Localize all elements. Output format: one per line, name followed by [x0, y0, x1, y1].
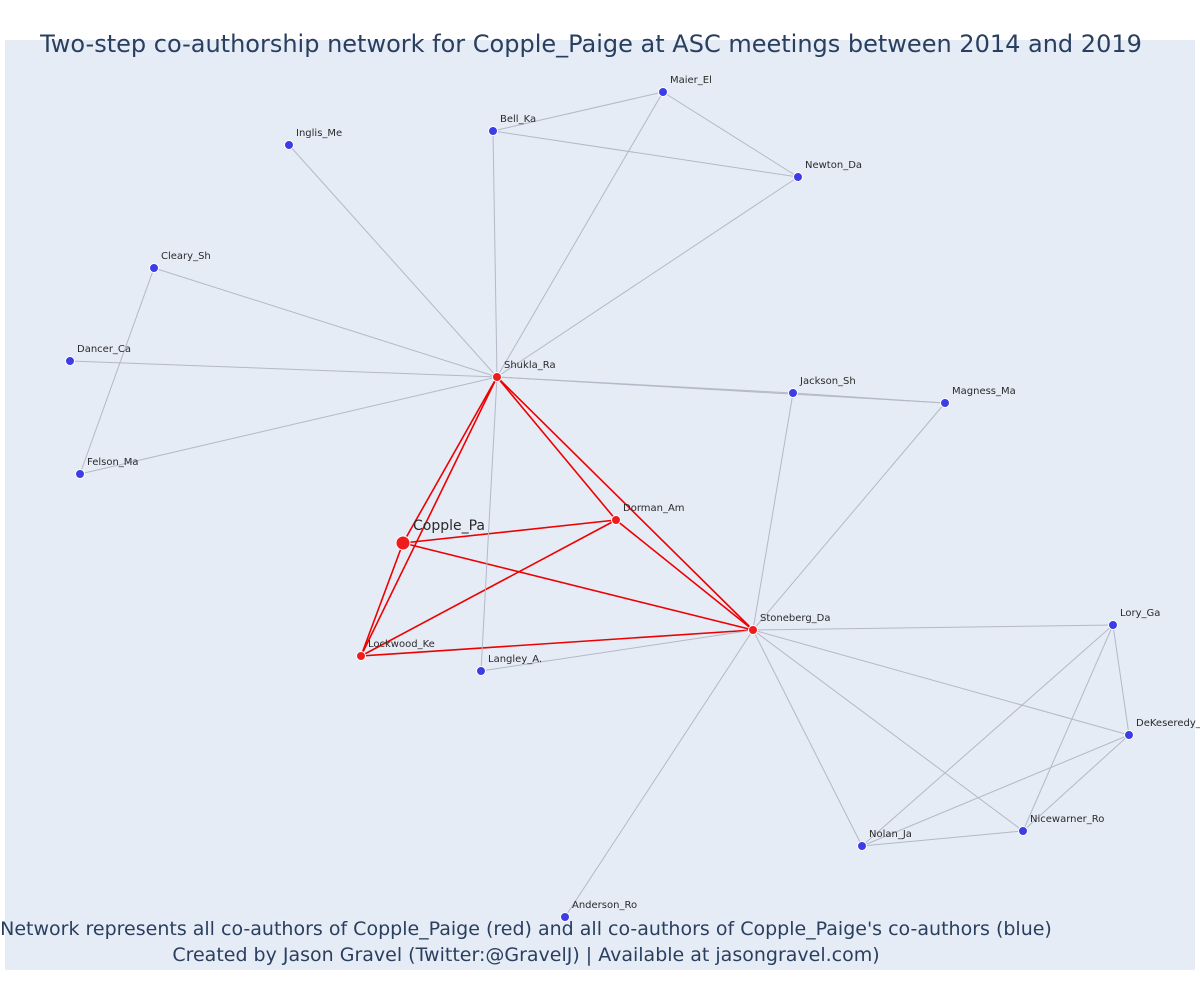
plot-area: [5, 40, 1195, 970]
node-label-stoneberg-da: Stoneberg_Da: [760, 613, 831, 624]
footer-caption: Network represents all co-authors of Cop…: [0, 918, 1052, 940]
node-label-cleary-sh: Cleary_Sh: [161, 251, 211, 262]
node-dorman-am[interactable]: [611, 515, 621, 525]
node-felson-ma[interactable]: [75, 469, 85, 479]
edge-copple-pa-shukla-ra: [402, 376, 498, 544]
node-label-copple-pa: Copple_Pa: [413, 518, 485, 534]
node-shukla-ra[interactable]: [492, 372, 502, 382]
edge-dekeseredy-nicewarner-ro: [1022, 734, 1130, 832]
node-label-dorman-am: Dorman_Am: [623, 503, 685, 514]
node-maier-el[interactable]: [658, 87, 668, 97]
node-dancer-ca[interactable]: [65, 356, 75, 366]
edge-cleary-sh-felson-ma: [79, 267, 155, 475]
node-label-inglis-me: Inglis_Me: [296, 128, 342, 139]
node-label-jackson-sh: Jackson_Sh: [799, 376, 856, 387]
edge-stoneberg-da-nolan-ja: [752, 629, 863, 847]
edge-shukla-ra-bell-ka: [492, 130, 498, 378]
node-label-maier-el: Maier_El: [670, 75, 712, 86]
node-anderson-ro[interactable]: [560, 912, 570, 922]
edge-shukla-ra-magness-ma: [496, 376, 946, 404]
edge-dekeseredy-nolan-ja: [861, 734, 1130, 847]
node-label-langley-a: Langley_A.: [488, 654, 542, 665]
edge-lory-ga-dekeseredy: [1112, 624, 1130, 736]
edge-shukla-ra-felson-ma: [79, 376, 498, 475]
edge-bell-ka-newton-da: [492, 130, 799, 178]
node-jackson-sh[interactable]: [788, 388, 798, 398]
edge-jackson-sh-magness-ma: [792, 392, 946, 404]
edge-stoneberg-da-dekeseredy: [752, 629, 1130, 736]
edge-shukla-ra-inglis-me: [288, 144, 498, 378]
edge-shukla-ra-cleary-sh: [153, 267, 498, 378]
node-inglis-me[interactable]: [284, 140, 294, 150]
edge-maier-el-newton-da: [662, 91, 799, 178]
node-label-felson-ma: Felson_Ma: [87, 457, 139, 468]
node-label-nolan-ja: Nolan_Ja: [869, 829, 912, 840]
edge-copple-pa-lockwood-ke: [360, 542, 404, 657]
node-cleary-sh[interactable]: [149, 263, 159, 273]
node-nicewarner-ro[interactable]: [1018, 826, 1028, 836]
node-label-dancer-ca: Dancer_Ca: [77, 344, 131, 355]
node-bell-ka[interactable]: [488, 126, 498, 136]
footer-credit: Created by Jason Gravel (Twitter:@Gravel…: [172, 944, 880, 966]
node-nolan-ja[interactable]: [857, 841, 867, 851]
nodes-layer: [65, 87, 1134, 922]
edge-stoneberg-da-magness-ma: [752, 402, 946, 631]
edges-layer: [69, 91, 1130, 918]
edge-shukla-ra-newton-da: [496, 176, 799, 378]
node-lory-ga[interactable]: [1108, 620, 1118, 630]
node-dekeseredy[interactable]: [1124, 730, 1134, 740]
edge-shukla-ra-dorman-am: [496, 376, 617, 521]
node-stoneberg-da[interactable]: [748, 625, 758, 635]
node-label-magness-ma: Magness_Ma: [952, 386, 1016, 397]
node-magness-ma[interactable]: [940, 398, 950, 408]
node-label-anderson-ro: Anderson_Ro: [572, 900, 637, 911]
edge-stoneberg-da-lory-ga: [752, 624, 1114, 631]
node-newton-da[interactable]: [793, 172, 803, 182]
edge-shukla-ra-stoneberg-da: [496, 376, 754, 631]
edge-stoneberg-da-nicewarner-ro: [752, 629, 1024, 832]
node-label-newton-da: Newton_Da: [805, 160, 862, 171]
edge-copple-pa-stoneberg-da: [402, 542, 754, 631]
edge-lory-ga-nicewarner-ro: [1022, 624, 1114, 832]
node-label-shukla-ra: Shukla_Ra: [504, 360, 556, 371]
edge-stoneberg-da-anderson-ro: [564, 629, 754, 918]
edge-lory-ga-nolan-ja: [861, 624, 1114, 847]
edge-stoneberg-da-jackson-sh: [752, 392, 794, 631]
edge-dorman-am-lockwood-ke: [360, 519, 617, 657]
node-label-lory-ga: Lory_Ga: [1120, 608, 1160, 619]
edge-nicewarner-ro-nolan-ja: [861, 830, 1024, 847]
diagram-title: Two-step co-authorship network for Coppl…: [40, 30, 1142, 58]
node-label-bell-ka: Bell_Ka: [500, 114, 536, 125]
edge-shukla-ra-lockwood-ke: [360, 376, 498, 657]
edge-stoneberg-da-lockwood-ke: [360, 629, 754, 657]
edge-stoneberg-da-langley-a: [480, 629, 754, 672]
edge-shukla-ra-maier-el: [496, 91, 664, 378]
edge-shukla-ra-dancer-ca: [69, 360, 498, 378]
node-label-lockwood-ke: Lockwood_Ke: [368, 639, 435, 650]
edge-copple-pa-dorman-am: [402, 519, 617, 544]
edge-dorman-am-stoneberg-da: [615, 519, 754, 631]
node-langley-a[interactable]: [476, 666, 486, 676]
edge-shukla-ra-langley-a: [480, 376, 498, 672]
node-label-nicewarner-ro: Nicewarner_Ro: [1030, 814, 1104, 825]
node-label-dekeseredy: DeKeseredy_: [1136, 718, 1200, 729]
node-lockwood-ke[interactable]: [356, 651, 366, 661]
edge-bell-ka-maier-el: [492, 91, 664, 132]
labels-layer: Copple_PaShukla_RaDorman_AmStoneberg_DaL…: [77, 75, 1200, 911]
node-copple-pa[interactable]: [395, 535, 411, 551]
